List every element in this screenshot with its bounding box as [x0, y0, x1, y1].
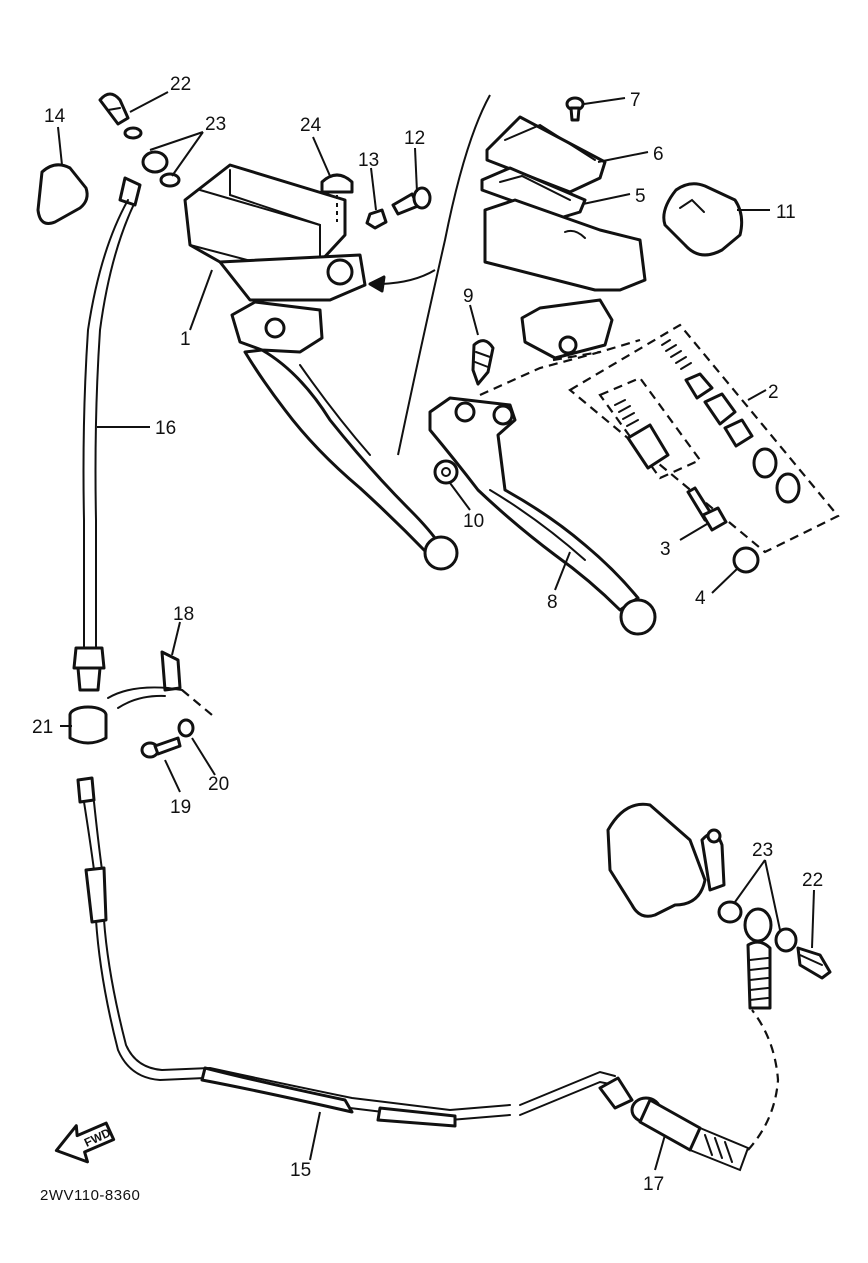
nut-part-10 [433, 459, 459, 485]
master-cylinder-assembly [183, 163, 459, 571]
callout-6: 6 [653, 144, 664, 165]
spacer-part-21 [68, 705, 108, 745]
reservoir-cap-part-24 [320, 173, 354, 222]
hose-bracket-part-18 [107, 650, 213, 716]
banjo-bolt-part-22-lower [796, 946, 832, 980]
detail-divider-line [397, 94, 491, 456]
brake-hose-part-16 [72, 176, 142, 692]
screw-part-7 [565, 96, 585, 122]
callout-11: 11 [776, 202, 796, 223]
callout-20: 20 [208, 774, 229, 795]
callout-19: 19 [170, 797, 191, 818]
callout-13: 13 [358, 150, 379, 171]
callout-1: 1 [180, 329, 191, 350]
callout-2: 2 [768, 382, 779, 403]
callout-9: 9 [463, 286, 474, 307]
callout-23-upper: 23 [205, 114, 226, 135]
callout-16: 16 [155, 418, 176, 439]
callout-14: 14 [44, 106, 66, 127]
callout-21: 21 [32, 717, 53, 738]
pivot-bolt-part-9 [471, 339, 495, 386]
forward-direction-arrow: FWD [54, 1121, 116, 1164]
boot-part-11 [662, 182, 744, 257]
callout-3: 3 [660, 539, 671, 560]
lever-part-8 [428, 396, 657, 636]
nut-part-20 [177, 718, 195, 738]
screw-part-12 [391, 186, 432, 216]
bolt-part-19 [140, 736, 182, 759]
callout-24: 24 [300, 115, 322, 136]
washer-part-13 [365, 208, 388, 230]
callout-15: 15 [290, 1160, 311, 1181]
callout-10: 10 [463, 511, 484, 532]
callout-23-lower: 23 [752, 840, 773, 861]
callout-18: 18 [173, 604, 194, 625]
brake-caliper [606, 802, 726, 918]
callout-8: 8 [547, 592, 558, 613]
callout-7: 7 [630, 90, 641, 111]
ball-part-4 [732, 546, 760, 574]
drawing-code: 2WV110-8360 [40, 1187, 140, 1204]
brake-hose-part-15 [76, 776, 616, 1128]
leader-lines [57, 91, 815, 1171]
callout-5: 5 [635, 186, 646, 207]
callout-4: 4 [695, 588, 706, 609]
callout-12: 12 [404, 128, 425, 149]
hose-fitting-part-17 [598, 1009, 780, 1172]
callout-22-upper: 22 [170, 74, 191, 95]
cover-part-14 [36, 163, 89, 225]
banjo-bolt-part-22-upper [98, 92, 130, 126]
callout-17: 17 [643, 1174, 664, 1195]
union-bolt-lower [746, 940, 772, 1010]
washers-part-23-upper [123, 126, 181, 188]
washers-part-23-lower [717, 900, 798, 953]
master-cylinder-detail [479, 115, 647, 397]
push-rod-part-3 [686, 486, 728, 532]
callout-labels: 22 23 14 24 13 12 1 7 6 5 11 9 2 10 3 4 … [32, 74, 823, 1195]
callout-22-lower: 22 [802, 870, 823, 891]
